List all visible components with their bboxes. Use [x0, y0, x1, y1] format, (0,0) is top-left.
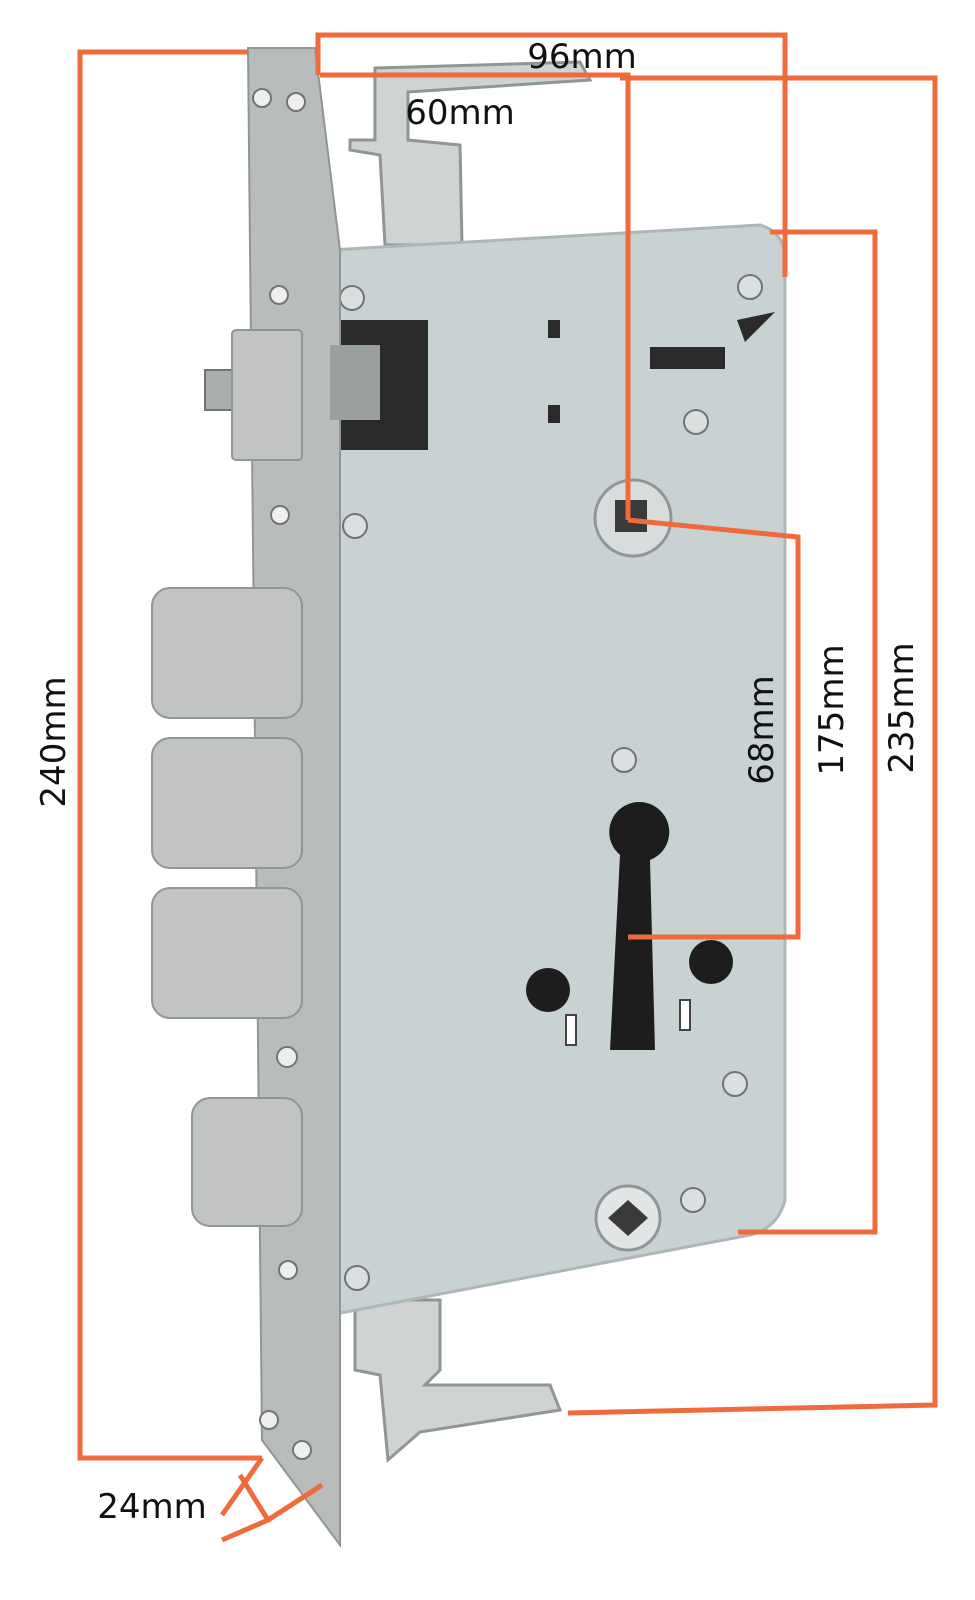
latch-bolt: [204, 329, 380, 461]
dimension-label-175mm: 175mm: [812, 644, 852, 776]
dimension-label-240mm: 240mm: [34, 676, 74, 808]
deadbolt-4: [191, 1097, 303, 1227]
cylinder-cutout: [609, 801, 670, 1050]
dimension-240mm-line: [77, 49, 262, 1461]
deadbolt-2: [151, 737, 303, 869]
deadbolt-1: [151, 587, 303, 719]
deadbolt-3: [151, 887, 303, 1019]
dimension-label-68mm: 68mm: [742, 675, 782, 785]
dimension-60mm-line: [320, 72, 631, 520]
dimension-label-96mm: 96mm: [527, 37, 637, 77]
dimension-lines: [77, 32, 938, 1543]
dimension-96mm-line: [315, 32, 788, 277]
deadbolts: [151, 587, 303, 1227]
lock-case: [328, 223, 787, 1317]
case-screws: [339, 274, 763, 1291]
dimension-label-60mm: 60mm: [405, 93, 515, 133]
dimension-235mm-line: [567, 75, 938, 1416]
top-rod-hook: [348, 60, 593, 247]
dimension-24mm-line-a: [219, 1456, 265, 1517]
dimension-68mm-line: [627, 517, 801, 940]
dimension-label-24mm: 24mm: [97, 1487, 207, 1527]
dimension-label-235mm: 235mm: [882, 642, 922, 774]
bottom-rod-hook: [353, 1298, 563, 1464]
dimension-175mm-line: [738, 229, 878, 1235]
dimension-24mm-line-c: [266, 1482, 324, 1523]
